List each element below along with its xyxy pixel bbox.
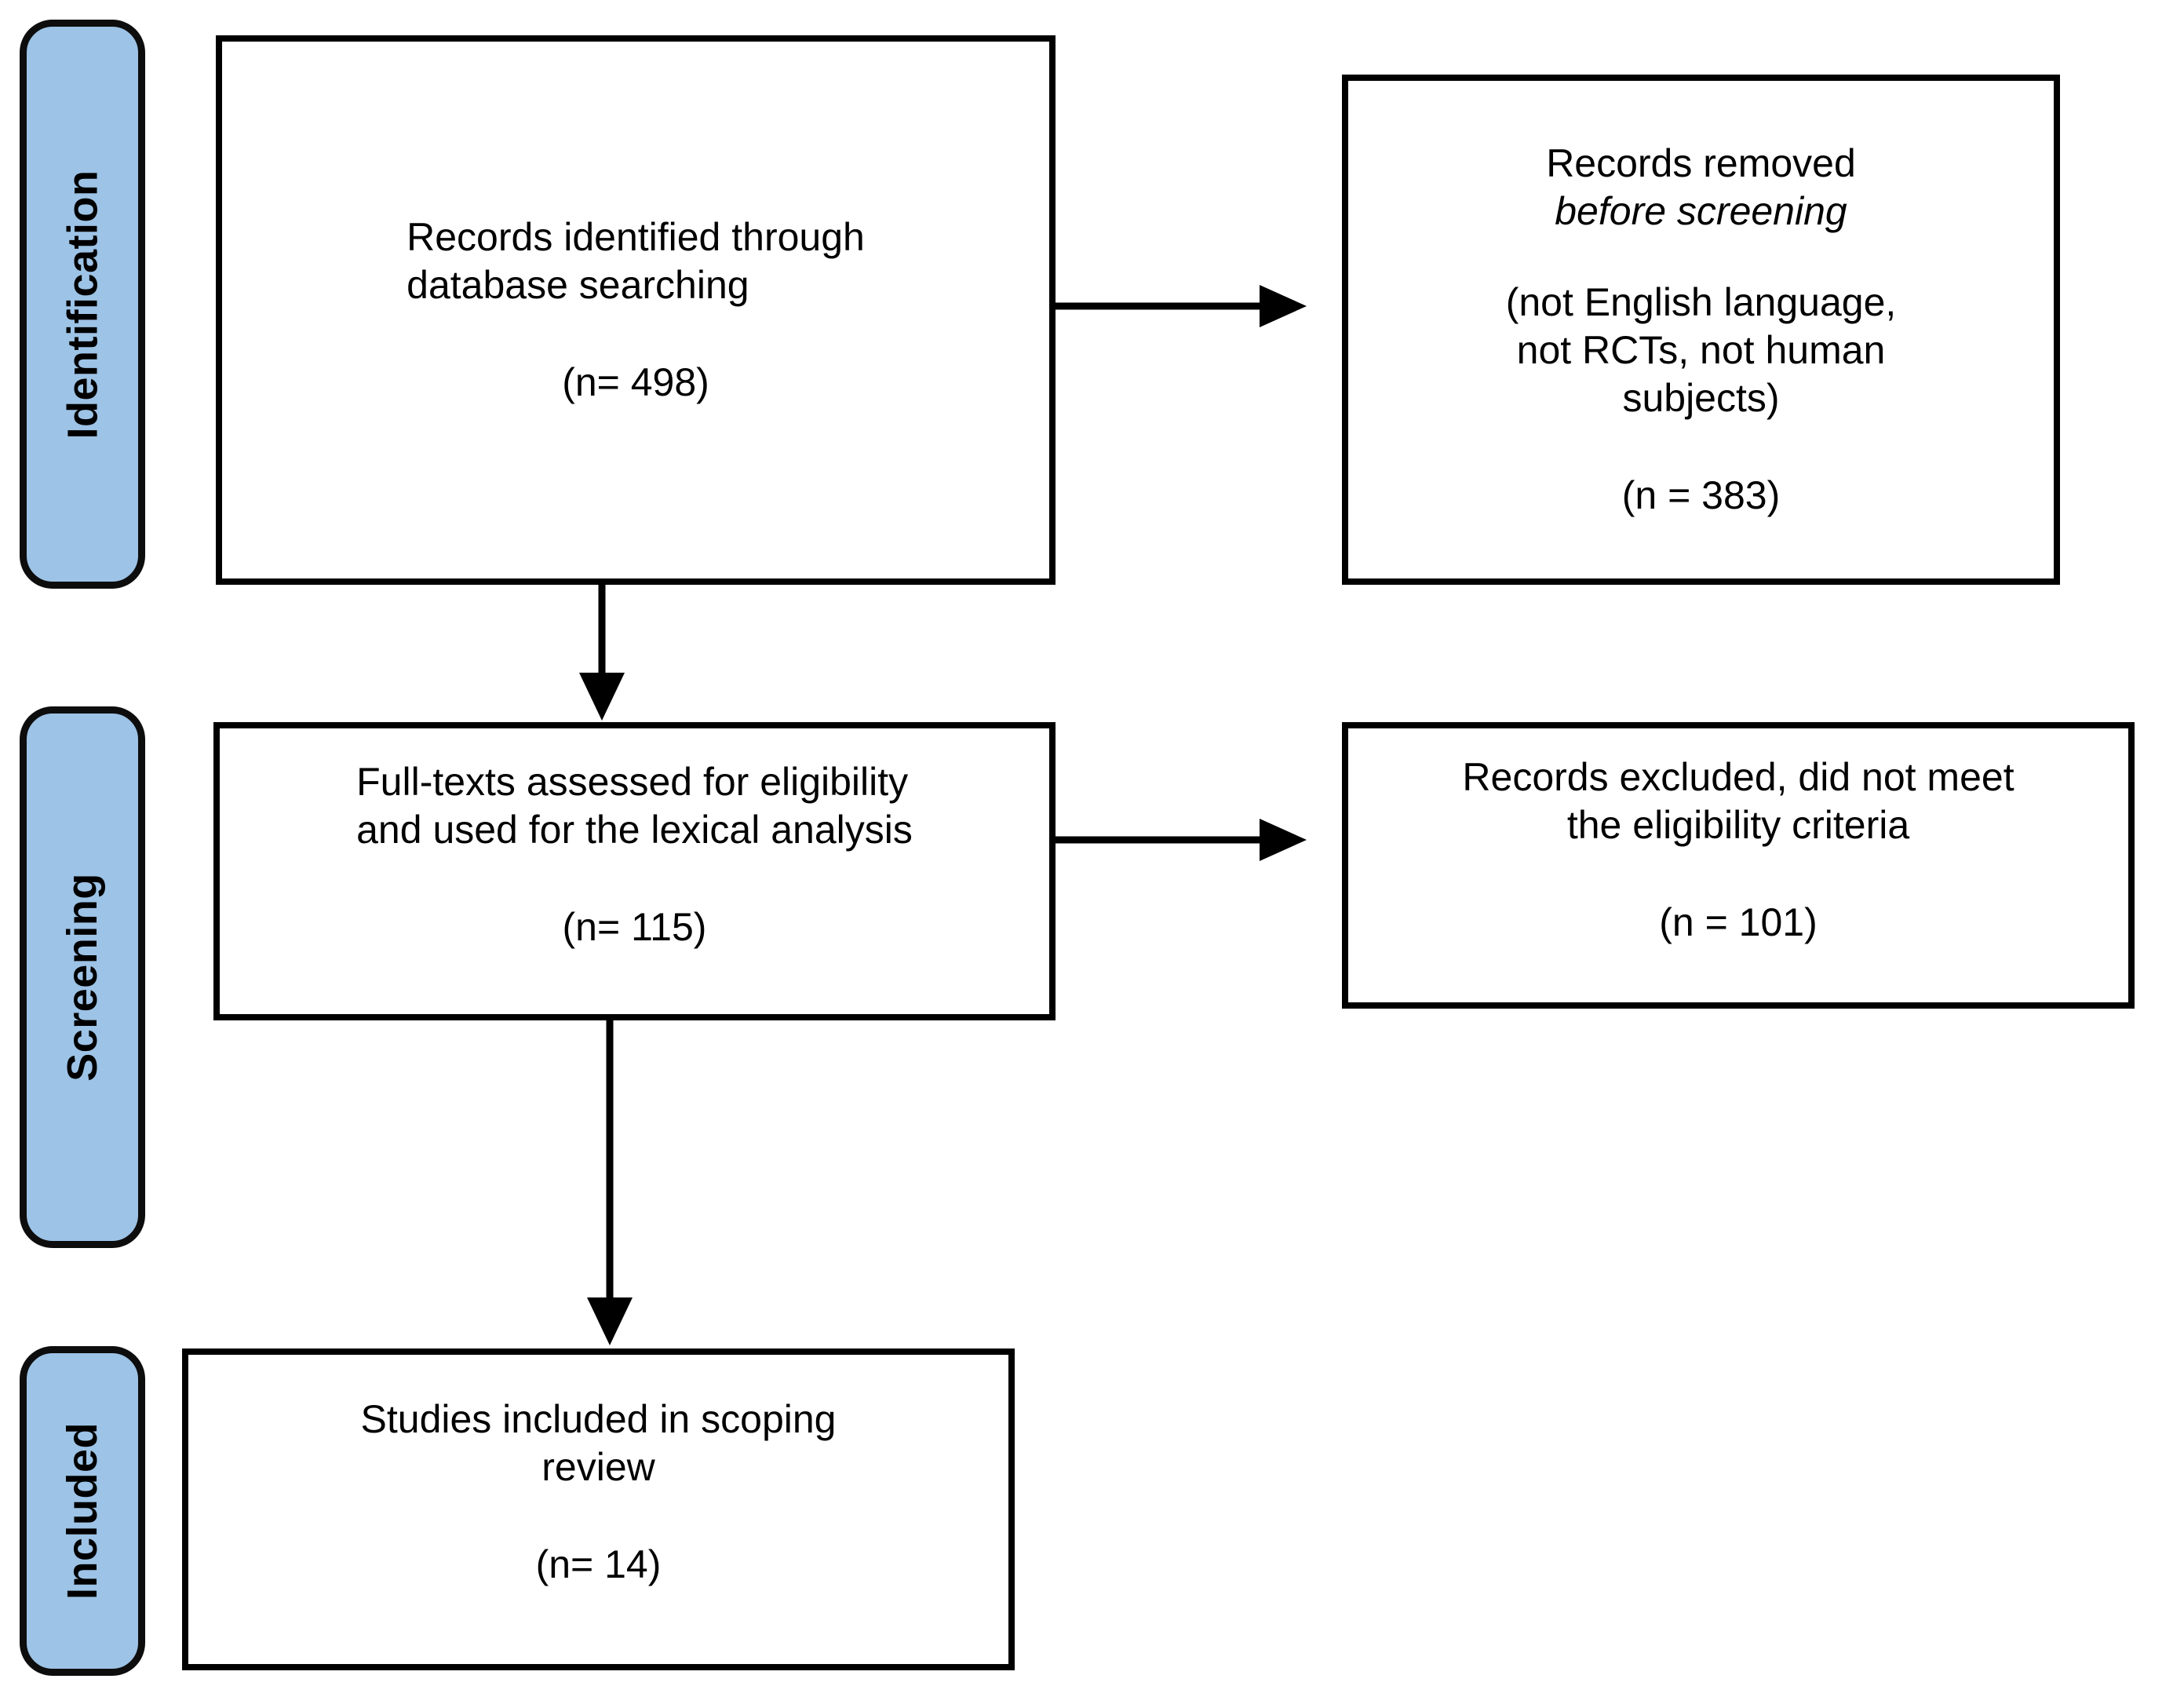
phase-pill-screening: Screening xyxy=(20,706,145,1248)
box-fulltexts-assessed-count: (n= 115) xyxy=(562,904,707,949)
box-fulltexts-assessed-body: Full-texts assessed for eligibility and … xyxy=(356,760,913,852)
box-records-excluded: Records excluded, did not meet the eligi… xyxy=(1342,722,2135,1009)
box-records-excluded-body: Records excluded, did not meet the eligi… xyxy=(1462,755,2014,847)
arrow-down-icon-fulltext-to-included xyxy=(587,1020,633,1345)
arrow-down-icon-identified-to-fulltext xyxy=(579,584,625,721)
box-records-removed: Records removed before screening (not En… xyxy=(1342,75,2060,585)
box-records-removed-heading-line2: before screening xyxy=(1555,189,1847,234)
box-records-removed-count: (n = 383) xyxy=(1621,473,1781,517)
box-studies-included: Studies included in scoping review (n= 1… xyxy=(182,1348,1015,1670)
arrow-right-icon-identified-to-removed xyxy=(1054,285,1307,327)
arrow-right-icon-fulltext-to-excluded xyxy=(1054,819,1307,861)
box-records-identified: Records identified through database sear… xyxy=(216,35,1056,585)
phase-pill-identification: Identification xyxy=(20,20,145,589)
phase-label-included: Included xyxy=(59,1421,107,1600)
box-records-excluded-count: (n = 101) xyxy=(1659,900,1818,944)
box-records-identified-body: Records identified through database sear… xyxy=(407,215,865,308)
phase-label-identification: Identification xyxy=(59,170,106,439)
phase-pill-included: Included xyxy=(20,1346,145,1676)
box-records-removed-heading: Records removed before screening xyxy=(1546,140,1856,235)
box-records-removed-reasons: (not English language, not RCTs, not hum… xyxy=(1505,280,1897,421)
box-records-removed-heading-line1: Records removed xyxy=(1546,141,1856,186)
phase-label-screening: Screening xyxy=(59,873,106,1082)
box-records-identified-count: (n= 498) xyxy=(562,359,709,404)
box-studies-included-body: Studies included in scoping review xyxy=(360,1397,837,1489)
box-fulltexts-assessed: Full-texts assessed for eligibility and … xyxy=(213,722,1056,1020)
box-studies-included-count: (n= 14) xyxy=(535,1542,662,1586)
